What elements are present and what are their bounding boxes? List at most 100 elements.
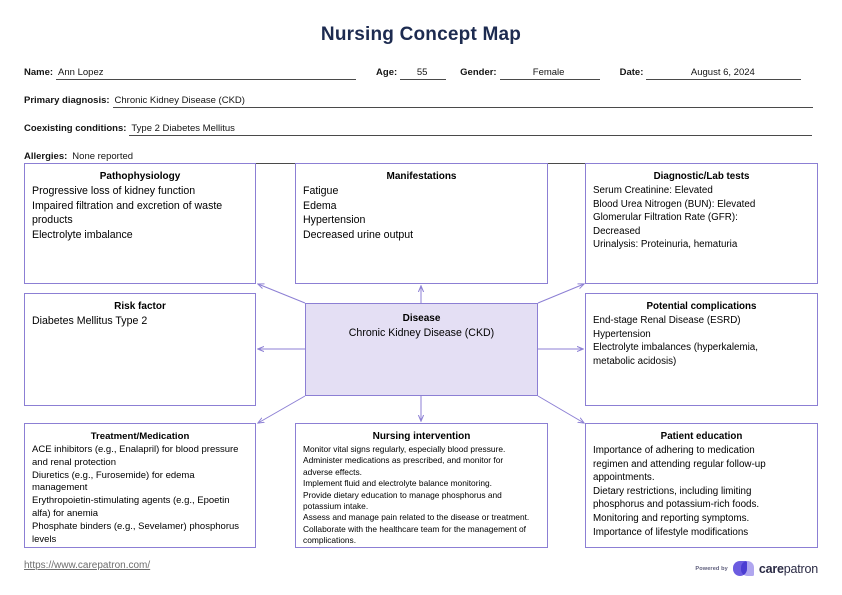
box-line: Implement fluid and electrolyte balance … xyxy=(303,478,493,489)
box-line: Progressive loss of kidney function xyxy=(32,185,196,197)
concept-box-disease-center[interactable]: Disease Chronic Kidney Disease (CKD) xyxy=(305,303,538,396)
field-coexisting-conditions-line[interactable]: Type 2 Diabetes Mellitus xyxy=(129,122,813,136)
box-line: Phosphate binders (e.g., Sevelamer) phos… xyxy=(32,520,240,532)
box-line: Impaired filtration and excretion of was… xyxy=(32,199,223,212)
field-allergies-value: None reported xyxy=(72,151,134,162)
box-line: alfa) for anemia xyxy=(32,507,99,519)
concept-box-treatment-medication[interactable]: Treatment/Medication ACE inhibitors (e.g… xyxy=(24,423,256,548)
box-line: products xyxy=(32,214,73,226)
box-title: Pathophysiology xyxy=(99,171,181,182)
box-line: Decreased urine output xyxy=(303,228,414,241)
field-age-line[interactable]: 55 xyxy=(400,66,447,80)
field-date-value: August 6, 2024 xyxy=(690,67,755,78)
field-allergies[interactable]: Allergies: None reported xyxy=(24,150,811,164)
carepatron-logo-icon xyxy=(732,561,754,576)
box-line: Electrolyte imbalances (hyperkalemia, xyxy=(593,342,758,354)
box-title: Nursing intervention xyxy=(372,431,471,442)
box-title: Disease xyxy=(402,313,441,324)
box-body: Progressive loss of kidney function Impa… xyxy=(32,184,248,242)
box-line: appointments. xyxy=(593,472,655,484)
concept-box-pathophysiology[interactable]: Pathophysiology Progressive loss of kidn… xyxy=(24,163,256,284)
field-gender-line[interactable]: Female xyxy=(499,66,600,80)
box-line: ACE inhibitors (e.g., Enalapril) for blo… xyxy=(32,444,239,455)
field-name[interactable]: Name: Ann Lopez xyxy=(24,66,357,80)
field-date-label: Date: xyxy=(619,67,644,78)
concept-box-potential-complications[interactable]: Potential complications End-stage Renal … xyxy=(585,293,818,406)
field-age-value: 55 xyxy=(416,67,428,78)
box-line: Decreased xyxy=(593,225,641,237)
field-name-label: Name: xyxy=(24,67,54,78)
box-line: Hypertension xyxy=(303,214,366,226)
field-name-line[interactable]: Ann Lopez xyxy=(56,66,357,80)
field-coexisting-conditions-value: Type 2 Diabetes Mellitus xyxy=(131,123,235,134)
header-row-1: Name: Ann Lopez Age: 55 Gender: Female xyxy=(24,58,818,80)
box-line: complications. xyxy=(303,535,357,546)
logo-blob-light xyxy=(740,561,754,576)
concept-box-nursing-intervention[interactable]: Nursing intervention Monitor vital signs… xyxy=(295,423,548,548)
field-allergies-label: Allergies: xyxy=(24,151,68,162)
box-line: regimen and attending regular follow-up xyxy=(593,458,766,470)
box-line: Diabetes Mellitus Type 2 xyxy=(32,315,148,327)
box-line: adverse effects. xyxy=(303,466,362,477)
box-line: Importance of adhering to medication xyxy=(593,445,755,456)
header-row-2: Primary diagnosis: Chronic Kidney Diseas… xyxy=(24,86,818,108)
wordmark-bold: care xyxy=(758,561,784,576)
box-line: management xyxy=(32,482,88,494)
patient-header: Name: Ann Lopez Age: 55 Gender: Female xyxy=(24,58,818,164)
carepatron-wordmark: carepatron xyxy=(759,562,818,576)
box-body: Chronic Kidney Disease (CKD) xyxy=(313,326,530,340)
box-body: End-stage Renal Disease (ESRD) Hypertens… xyxy=(593,314,810,368)
box-body: Serum Creatinine: Elevated Blood Urea Ni… xyxy=(593,184,810,252)
footer-website-link[interactable]: https://www.carepatron.com/ xyxy=(24,560,151,571)
powered-by-label: Powered by xyxy=(695,565,728,572)
box-line: Blood Urea Nitrogen (BUN): Elevated xyxy=(593,198,756,210)
box-body: Fatigue Edema Hypertension Decreased uri… xyxy=(303,184,540,242)
box-title: Risk factor xyxy=(114,301,166,312)
field-allergies-line[interactable]: None reported xyxy=(70,150,811,164)
box-line: levels xyxy=(32,533,57,545)
header-row-3: Coexisting conditions: Type 2 Diabetes M… xyxy=(24,114,818,136)
concept-box-manifestations[interactable]: Manifestations Fatigue Edema Hypertensio… xyxy=(295,163,548,284)
box-line: Dietary restrictions, including limiting xyxy=(593,485,752,497)
box-line: potassium intake. xyxy=(303,501,369,512)
box-line: Hypertension xyxy=(593,328,651,340)
box-line: metabolic acidosis) xyxy=(593,355,677,367)
page-title: Nursing Concept Map xyxy=(320,24,522,45)
field-coexisting-conditions[interactable]: Coexisting conditions: Type 2 Diabetes M… xyxy=(24,122,813,136)
box-line: Fatigue xyxy=(303,185,339,197)
concept-box-patient-education[interactable]: Patient education Importance of adhering… xyxy=(585,423,818,548)
field-age[interactable]: Age: 55 xyxy=(376,66,447,80)
box-line: Collaborate with the healthcare team for… xyxy=(303,523,526,534)
box-line: Assess and manage pain related to the di… xyxy=(303,512,530,523)
box-title: Manifestations xyxy=(386,171,457,182)
box-body: Importance of adhering to medication reg… xyxy=(593,444,810,539)
wordmark-light: patron xyxy=(783,561,818,576)
field-name-value: Ann Lopez xyxy=(58,67,104,78)
field-primary-diagnosis[interactable]: Primary diagnosis: Chronic Kidney Diseas… xyxy=(24,94,813,108)
field-gender-label: Gender: xyxy=(460,67,497,78)
field-primary-diagnosis-label: Primary diagnosis: xyxy=(24,95,110,106)
box-line: Administer medications as prescribed, an… xyxy=(303,455,504,466)
box-line: Diuretics (e.g., Furosemide) for edema xyxy=(32,469,195,481)
box-line: and renal protection xyxy=(32,456,116,468)
box-line: Erythropoietin-stimulating agents (e.g.,… xyxy=(32,495,230,507)
box-line: Chronic Kidney Disease (CKD) xyxy=(348,327,495,339)
box-body: Diabetes Mellitus Type 2 xyxy=(32,314,248,329)
box-title: Diagnostic/Lab tests xyxy=(653,171,750,182)
field-gender[interactable]: Gender: Female xyxy=(460,66,600,80)
box-body: Monitor vital signs regularly, especiall… xyxy=(303,444,540,547)
box-line: phosphorus and potassium-rich foods. xyxy=(593,499,760,511)
box-line: Electrolyte imbalance xyxy=(32,228,133,241)
box-line: End-stage Renal Disease (ESRD) xyxy=(593,315,741,326)
field-age-label: Age: xyxy=(376,67,398,78)
box-line: Edema xyxy=(303,199,337,212)
field-date[interactable]: Date: August 6, 2024 xyxy=(620,66,802,80)
box-line: Provide dietary education to manage phos… xyxy=(303,489,502,500)
box-title: Potential complications xyxy=(646,301,757,312)
field-primary-diagnosis-value: Chronic Kidney Disease (CKD) xyxy=(114,95,245,106)
concept-box-risk-factor[interactable]: Risk factor Diabetes Mellitus Type 2 xyxy=(24,293,256,406)
field-date-line[interactable]: August 6, 2024 xyxy=(646,66,802,80)
concept-box-diagnostic-lab-tests[interactable]: Diagnostic/Lab tests Serum Creatinine: E… xyxy=(585,163,818,284)
field-primary-diagnosis-line[interactable]: Chronic Kidney Disease (CKD) xyxy=(112,94,813,108)
